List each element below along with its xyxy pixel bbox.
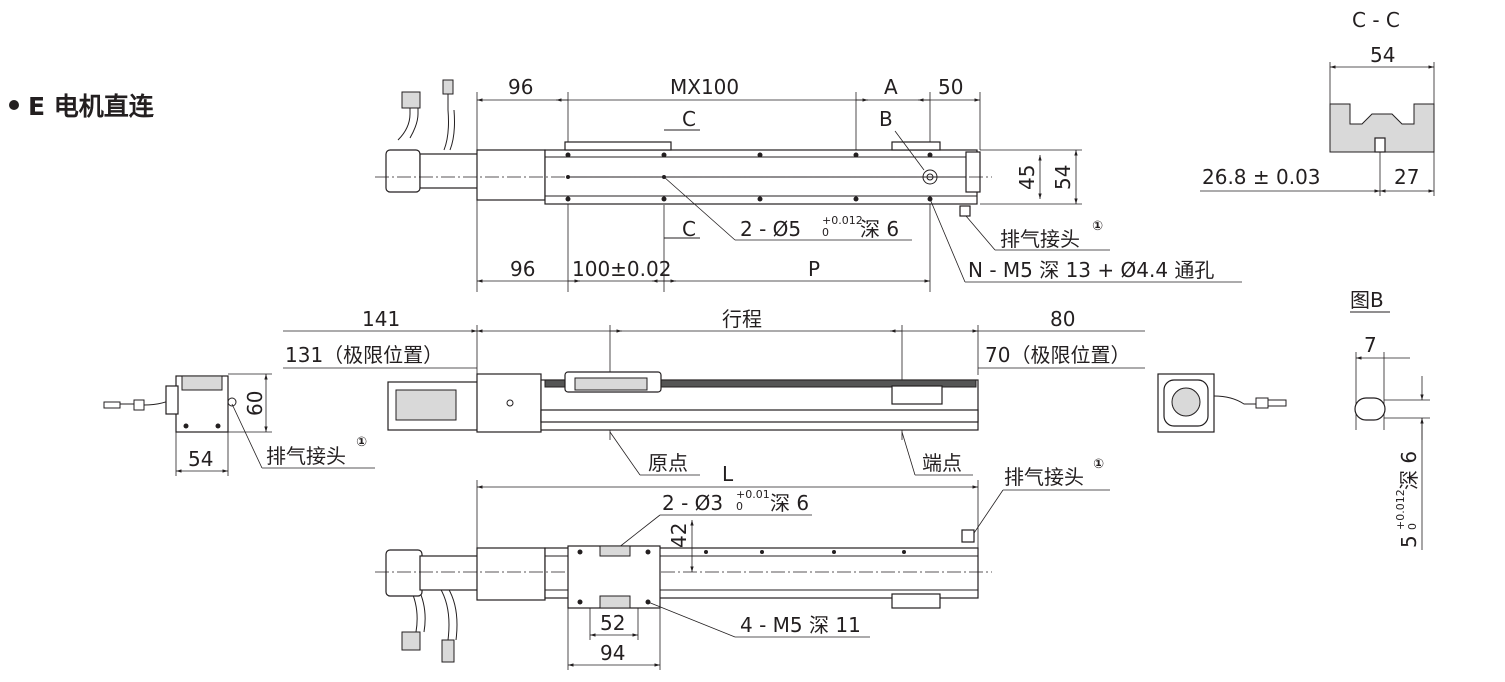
pin3-tol-bot: 0 <box>736 500 743 513</box>
pin3-hole: 2 - Ø3 <box>662 491 723 515</box>
cc-dim-27: 27 <box>1394 165 1419 189</box>
mount-hole: N - M5 深 13 + Ø4.4 通孔 <box>968 258 1214 282</box>
cc-dim-54: 54 <box>1370 43 1395 67</box>
dim-70: 70（极限位置） <box>985 343 1130 367</box>
dim-96-bottom: 96 <box>510 257 535 281</box>
section-cc-title: C - C <box>1352 8 1400 32</box>
dim-54-side: 54 <box>1051 165 1075 190</box>
b-depth-text: 深 6 <box>1397 451 1421 490</box>
endpoint-label: 端点 <box>922 451 962 475</box>
dim-a: A <box>884 75 898 99</box>
bottom-view: L 排气接头 ① 2 - Ø3 +0.01 0 深 6 <box>375 457 1110 670</box>
section-cc-view: C - C 54 26.8 ± 0.03 27 <box>1200 8 1435 196</box>
circled-one-2: ① <box>356 435 367 450</box>
dim-80: 80 <box>1050 307 1075 331</box>
circled-one-3: ① <box>1093 457 1104 472</box>
vent-label-2: 排气接头 <box>266 444 346 468</box>
pin-depth: 深 6 <box>860 217 899 241</box>
section-c-lower: C <box>682 217 696 241</box>
dim-94: 94 <box>600 641 625 665</box>
page-title: E 电机直连 <box>28 92 155 121</box>
vent-label-3: 排气接头 <box>1004 465 1084 489</box>
origin-label: 原点 <box>648 451 688 475</box>
figure-b-title: 图B <box>1350 288 1384 312</box>
left-end-view: 60 54 排气接头 ① <box>103 373 375 476</box>
dim-45: 45 <box>1015 165 1039 190</box>
m5-holes: 4 - M5 深 11 <box>740 613 861 637</box>
dim-131: 131（极限位置） <box>285 343 443 367</box>
dim-stroke: 行程 <box>722 307 762 331</box>
b-tol-bot: 0 <box>1406 523 1419 530</box>
dim-42: 42 <box>667 523 691 548</box>
dim-pitch: 100±0.02 <box>572 257 671 281</box>
right-end-view <box>1157 373 1287 433</box>
pin-tol-bot: 0 <box>822 226 829 239</box>
pin3-tol-top: +0.01 <box>736 488 770 501</box>
side-view: 141 131（极限位置） 行程 80 70（极限位置） 原点 端点 <box>283 307 1145 476</box>
vent-label-1: 排气接头 <box>1000 227 1080 251</box>
top-view: 96 MX100 A 50 C C <box>375 75 1242 292</box>
dim-141: 141 <box>362 307 400 331</box>
b-depth: 5 <box>1397 535 1421 548</box>
figure-b: 图B 7 5 +0.012 0 深 6 <box>1350 288 1430 550</box>
pin3-depth: 深 6 <box>770 491 809 515</box>
dim-l: L <box>722 462 734 486</box>
dim-60: 60 <box>243 391 267 416</box>
pin-tol-top: +0.012 <box>822 214 863 227</box>
dim-96-top: 96 <box>508 75 533 99</box>
bullet-icon <box>9 100 19 110</box>
dim-54-left: 54 <box>188 447 213 471</box>
cc-dim-268: 26.8 ± 0.03 <box>1202 165 1321 189</box>
section-c-upper: C <box>682 107 696 131</box>
b-dim-7: 7 <box>1364 333 1377 357</box>
dim-52: 52 <box>600 611 625 635</box>
b-tol-top: +0.012 <box>1394 489 1407 530</box>
dim-mx100: MX100 <box>670 75 739 99</box>
label-b: B <box>879 107 893 131</box>
circled-one-1: ① <box>1092 219 1103 234</box>
pin-hole: 2 - Ø5 <box>740 217 801 241</box>
dim-50: 50 <box>938 75 963 99</box>
dim-p: P <box>808 257 820 281</box>
